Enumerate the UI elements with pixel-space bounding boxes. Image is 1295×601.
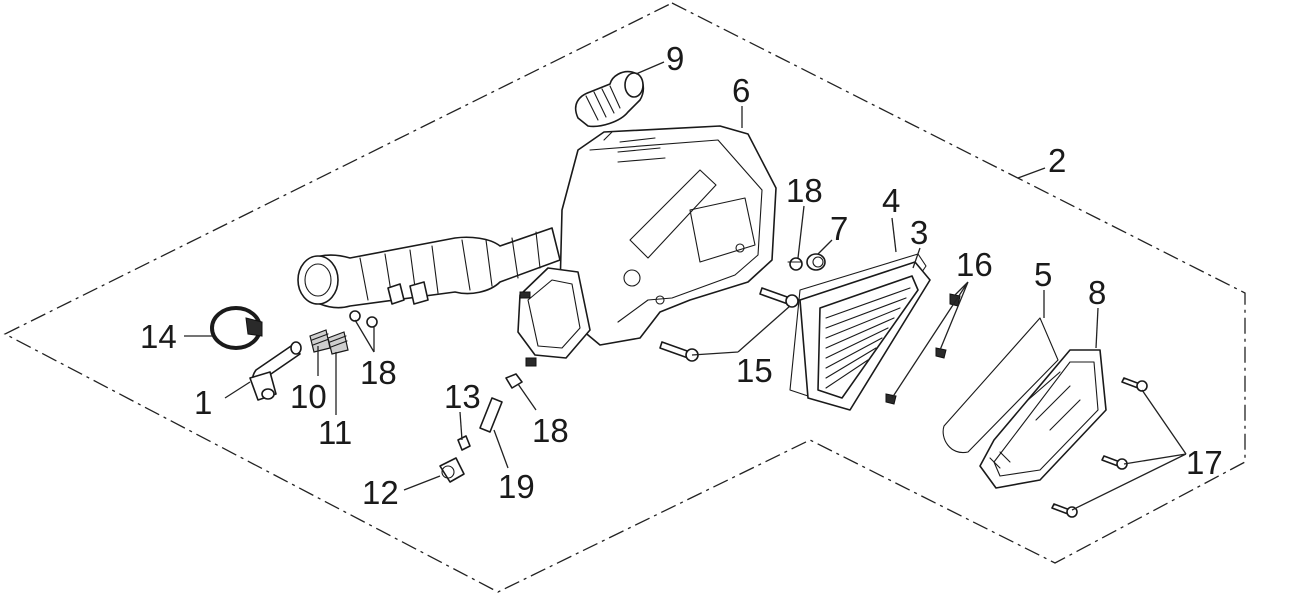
callout-1: 1 (194, 384, 212, 421)
part-18-clip-center (505, 373, 523, 389)
callout-15: 15 (736, 352, 773, 389)
part-15-bolts (659, 287, 799, 362)
callout-13: 13 (444, 378, 481, 415)
callout-17: 17 (1186, 444, 1223, 481)
part-8-air-box-cover (979, 349, 1107, 489)
leader-lines (184, 61, 1187, 511)
part-18-clip-right (787, 257, 803, 271)
callout-14: 14 (140, 318, 177, 355)
callout-11: 11 (318, 414, 352, 451)
part-13-small-clamp (457, 435, 471, 451)
part-3-filter-element (799, 261, 931, 411)
callout-9: 9 (666, 40, 684, 77)
callout-5: 5 (1034, 256, 1052, 293)
callout-2: 2 (1048, 142, 1066, 179)
part-6-air-box-housing (517, 125, 777, 367)
callout-7: 7 (830, 210, 848, 247)
assembly-boundary (3, 2, 1246, 593)
callout-18-center: 18 (532, 412, 569, 449)
callout-4: 4 (882, 182, 900, 219)
callout-3: 3 (910, 214, 928, 251)
part-9-elbow-boot (574, 70, 645, 128)
part-7-grommet (806, 253, 826, 271)
callout-12: 12 (362, 474, 399, 511)
callout-18-left: 18 (360, 354, 397, 391)
callout-10: 10 (290, 378, 327, 415)
intake-duct (297, 227, 561, 309)
callout-6: 6 (732, 72, 750, 109)
callout-18-right: 18 (786, 172, 823, 209)
part-1-drain-tube (249, 341, 302, 401)
callout-19: 19 (498, 468, 535, 505)
part-19-hose (479, 397, 503, 433)
callout-8: 8 (1088, 274, 1106, 311)
part-10-plug (309, 329, 331, 353)
part-12-drain-cap (439, 457, 465, 483)
part-14-hose-clamp (210, 306, 263, 350)
part-5-cover-gasket (942, 317, 1059, 454)
callout-16: 16 (956, 246, 993, 283)
part-18-clips-left (349, 310, 378, 328)
part-11-plug (327, 331, 349, 355)
